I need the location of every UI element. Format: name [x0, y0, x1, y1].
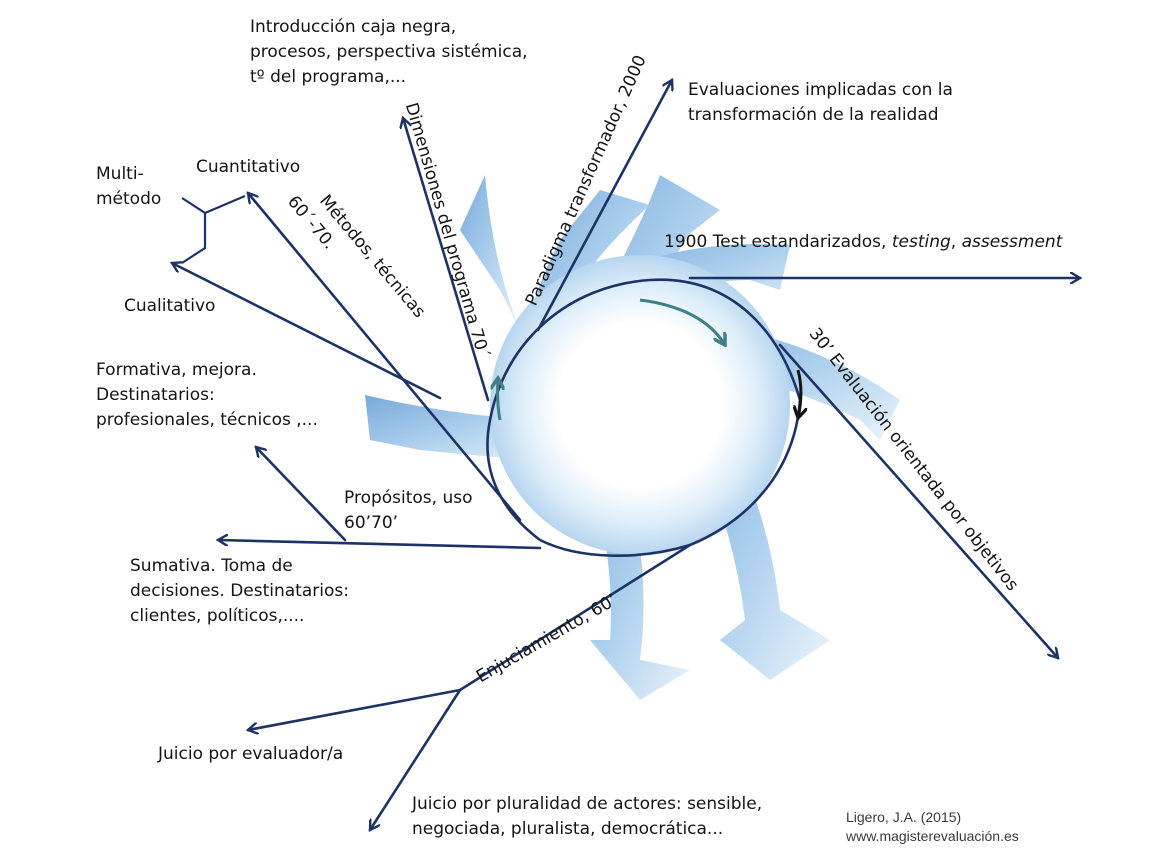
arrow-objetivos	[778, 343, 1058, 658]
credit-block: Ligero, J.A. (2015) www.magisterevaluaci…	[846, 808, 1019, 846]
label-cualitativo: Cualitativo	[124, 296, 216, 316]
arrow-cualitativo	[172, 263, 442, 400]
label-propositos: Propósitos, uso 60’70’	[344, 488, 473, 533]
spiral-right-arrow	[798, 369, 801, 418]
arrow-paradigma	[536, 80, 672, 332]
arrow-sumativa	[218, 540, 542, 550]
label-juicio-evaluador: Juicio por evaluador/a	[158, 744, 344, 764]
arrow-dimensiones	[403, 118, 490, 402]
spiral-loop	[486, 278, 802, 542]
spiral-left-arrow	[498, 378, 500, 421]
arrow-enjuiciamiento	[458, 543, 692, 692]
label-cuantitativo: Cuantitativo	[196, 157, 301, 177]
label-juicio-pluralidad: Juicio por pluralidad de actores: sensib…	[412, 794, 763, 839]
swirl-blade	[460, 175, 520, 330]
arrow-juicio-evaluador	[248, 688, 462, 730]
credit-author: Ligero, J.A. (2015)	[846, 809, 962, 825]
label-caja-negra: Introducción caja negra, procesos, persp…	[250, 17, 528, 87]
multi-metodo-connector	[204, 194, 246, 215]
label-sumativa: Sumativa. Toma de decisiones. Destinatar…	[130, 556, 349, 626]
arrow-juicio-pluralidad	[368, 688, 462, 830]
label-multi-metodo: Multi- método	[96, 164, 162, 209]
label-test-estandarizados: 1900 Test estandarizados, testing, asses…	[664, 232, 1063, 252]
arrow-metodos	[248, 193, 522, 522]
multi-metodo-bracket	[181, 197, 207, 264]
label-formativa: Formativa, mejora. Destinatarios: profes…	[96, 360, 318, 430]
credit-site: www.magisterevaluación.es	[846, 828, 1019, 844]
arrow-formativa	[256, 447, 347, 542]
spiral-inner-arrow	[639, 298, 725, 345]
label-implicadas: Evaluaciones implicadas con la transform…	[688, 80, 953, 125]
